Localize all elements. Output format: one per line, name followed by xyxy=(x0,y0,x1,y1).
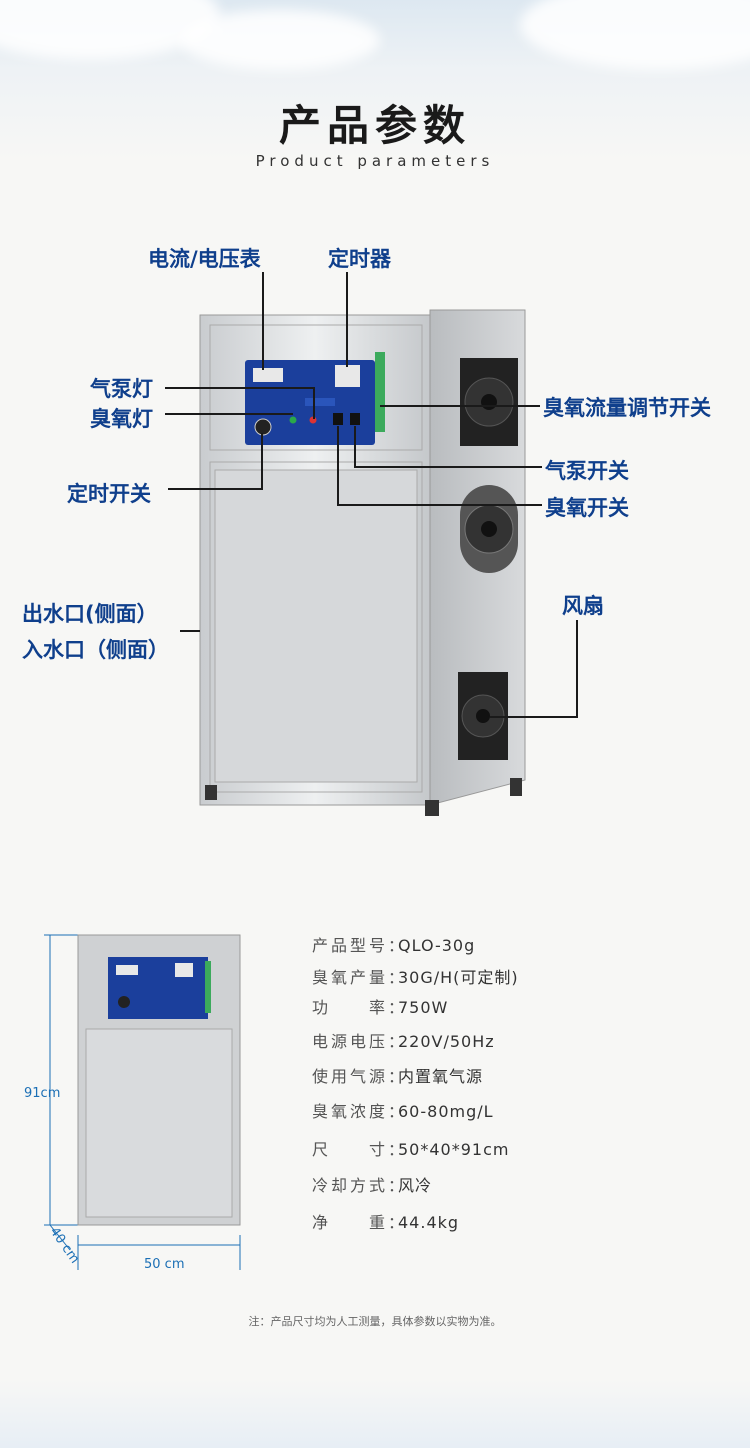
ozone-rocker-switch xyxy=(333,413,343,425)
spec-row: 冷却方式：风冷 xyxy=(312,1176,433,1195)
page-title: 产品参数 xyxy=(278,101,471,150)
leader-line xyxy=(180,630,200,632)
label-pump-switch: 气泵开关 xyxy=(545,459,629,483)
label-fan: 风扇 xyxy=(562,594,604,618)
flowmeter xyxy=(375,352,385,432)
bottom-fan xyxy=(458,672,508,760)
leader-line xyxy=(313,387,315,419)
leader-line xyxy=(337,504,542,506)
cloud-decoration xyxy=(180,10,380,70)
label-timer: 定时器 xyxy=(328,247,391,271)
leader-line xyxy=(354,426,356,468)
label-ozone-switch: 臭氧开关 xyxy=(545,496,629,520)
footnote: 注：产品尺寸均为人工测量，具体参数以实物为准。 xyxy=(248,1315,502,1328)
front-grille xyxy=(214,469,418,783)
label-meter: 电流/电压表 xyxy=(148,247,261,271)
leader-line xyxy=(165,387,315,389)
spec-row: 产品型号：QLO-30g xyxy=(312,936,476,955)
current-meter-display xyxy=(253,368,283,382)
spec-row: 功 率：750W xyxy=(312,998,449,1017)
timer-knob xyxy=(254,418,272,436)
pump-rocker-switch xyxy=(350,413,360,425)
dimension-illustration xyxy=(44,934,241,1270)
leader-line xyxy=(354,466,542,468)
leader-line xyxy=(490,716,578,718)
ozone-indicator-light xyxy=(289,416,297,424)
top-fan xyxy=(460,358,518,446)
spec-row: 尺 寸：50*40*91cm xyxy=(312,1140,510,1159)
middle-fan xyxy=(460,485,518,573)
height-dimension: 91cm xyxy=(24,1086,61,1101)
spec-row: 电源电压：220V/50Hz xyxy=(312,1032,495,1051)
leader-line xyxy=(380,405,540,407)
spec-row: 使用气源：内置氧气源 xyxy=(312,1067,484,1086)
width-dimension: 50 cm xyxy=(140,1257,189,1272)
label-ozone-light: 臭氧灯 xyxy=(90,407,153,431)
spec-row: 净 重：44.4kg xyxy=(312,1213,460,1232)
label-outlet: 出水口(侧面） xyxy=(22,602,158,626)
leader-line xyxy=(168,488,263,490)
cloud-decoration xyxy=(520,0,750,70)
leader-line xyxy=(262,272,264,370)
timer-display xyxy=(335,365,360,387)
label-inlet: 入水口（侧面） xyxy=(22,638,169,662)
leader-line xyxy=(337,426,339,506)
label-pump-light: 气泵灯 xyxy=(90,377,153,401)
page-subtitle: Product parameters xyxy=(255,152,495,170)
spec-row: 臭氧产量：30G/H(可定制) xyxy=(312,968,519,987)
leader-line xyxy=(576,620,578,718)
leader-line xyxy=(165,413,293,415)
label-flow-switch: 臭氧流量调节开关 xyxy=(543,396,711,420)
spec-row: 臭氧浓度：60-80mg/L xyxy=(312,1102,494,1121)
label-timer-switch: 定时开关 xyxy=(67,482,151,506)
ozone-generator-illustration xyxy=(199,309,526,816)
leader-line xyxy=(261,433,263,490)
leader-line xyxy=(346,272,348,367)
